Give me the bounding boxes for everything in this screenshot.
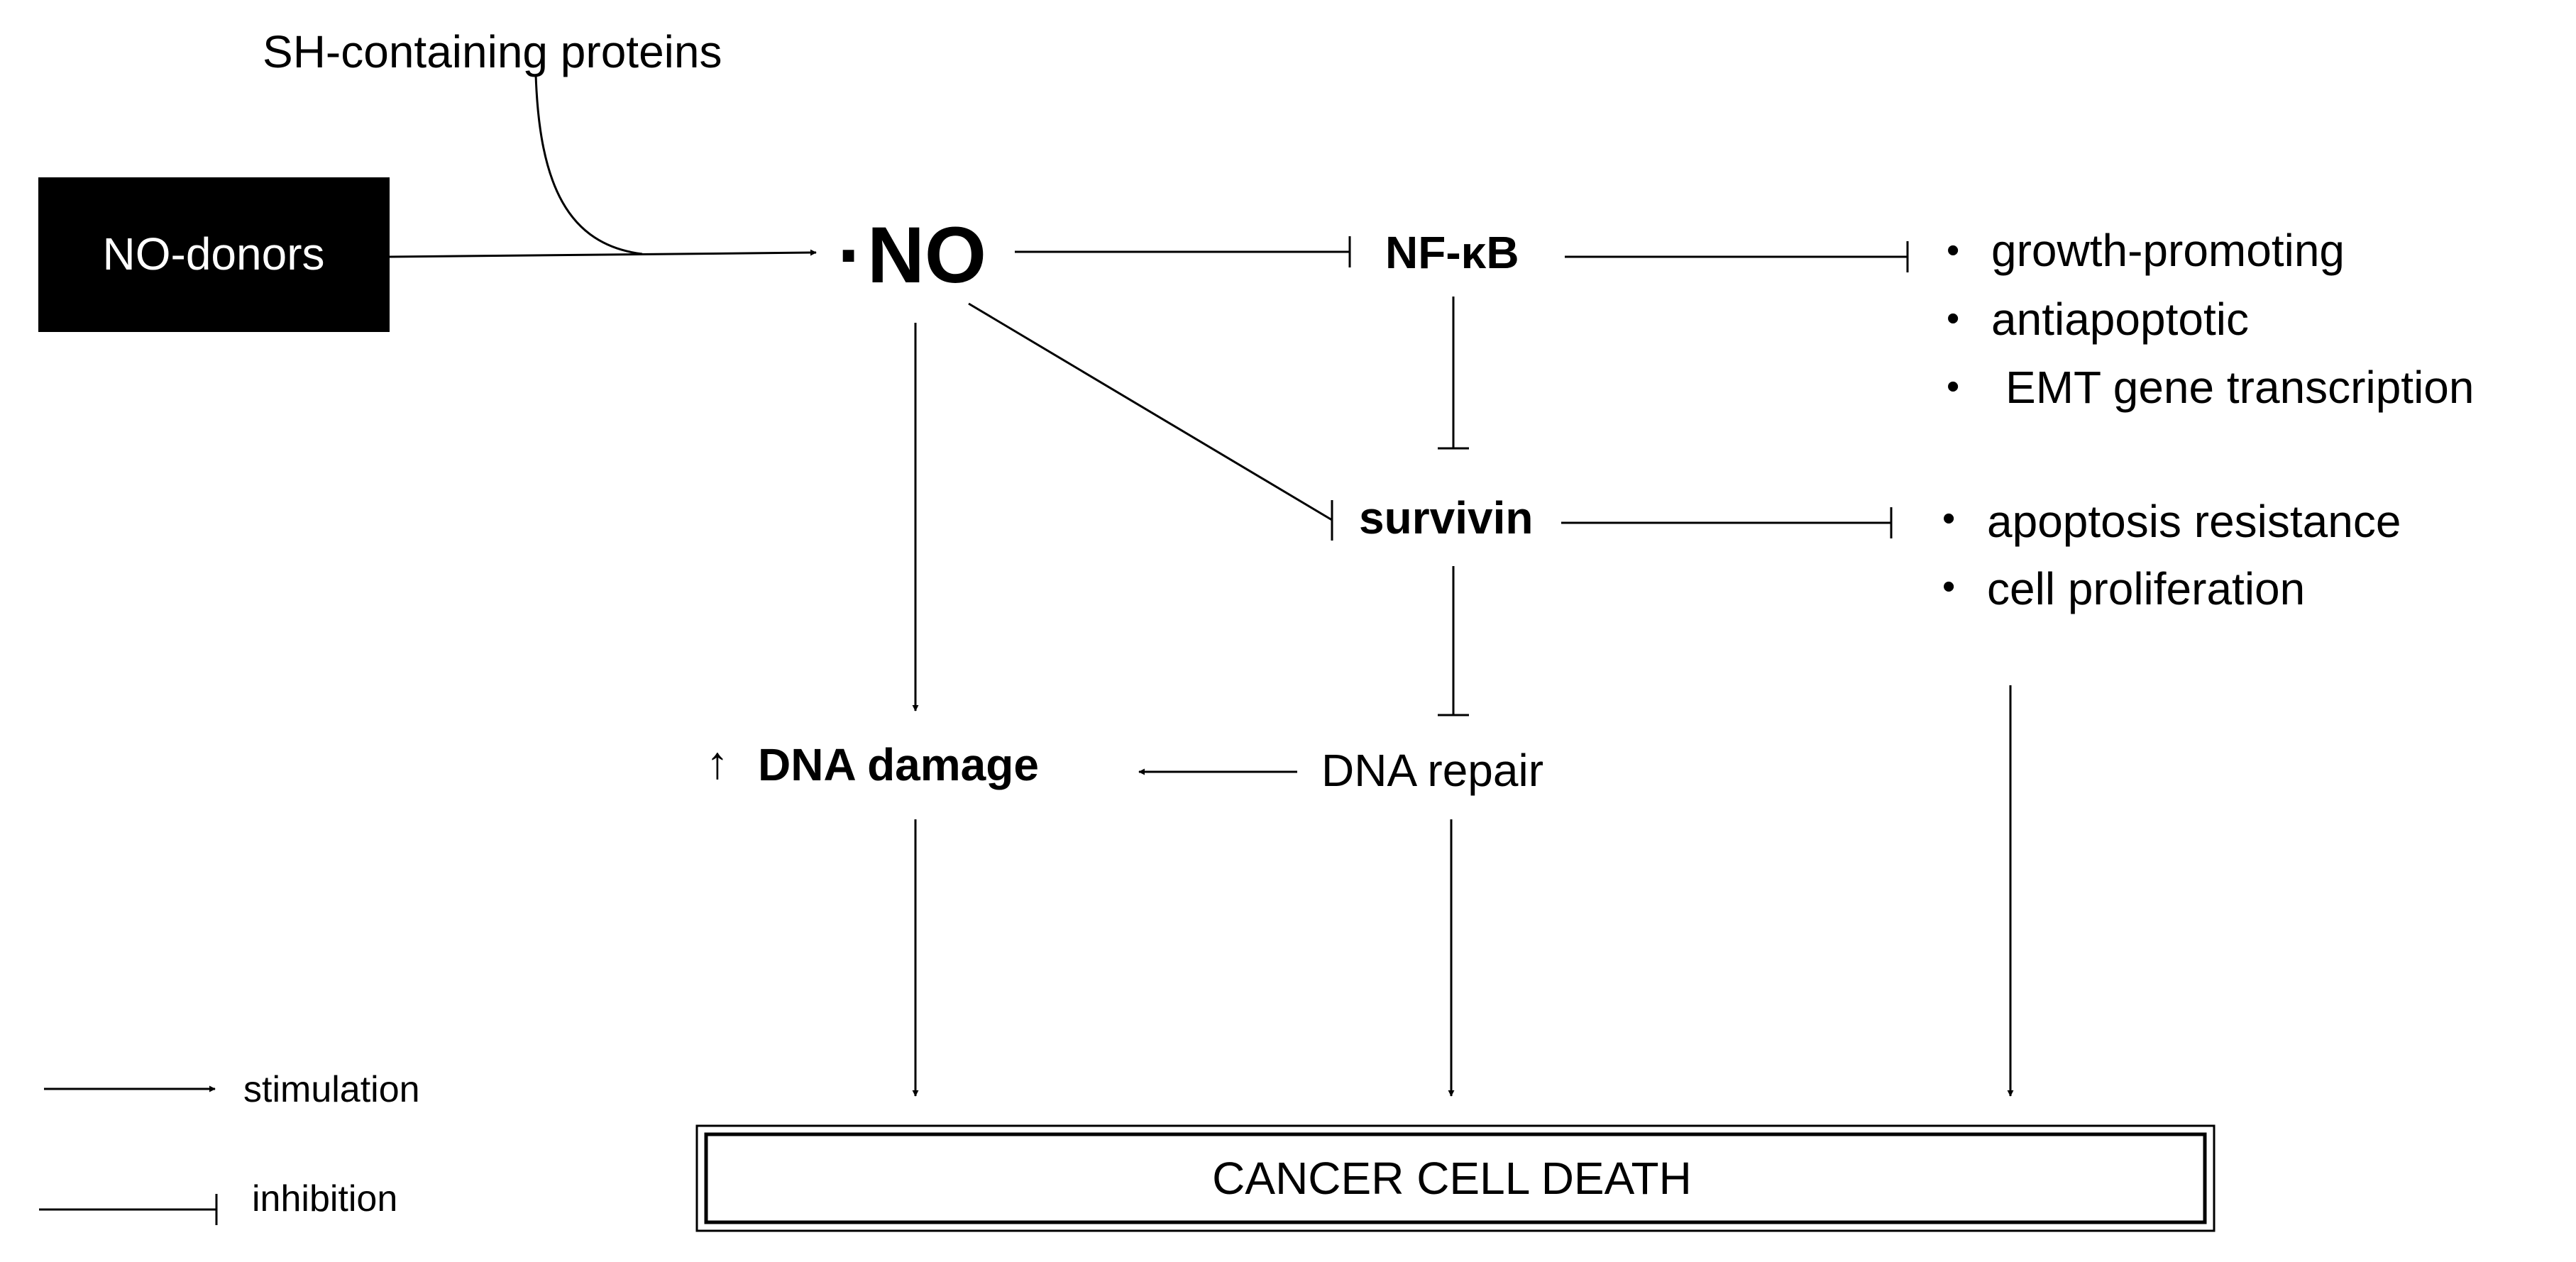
donors-to-no-arrow xyxy=(389,249,817,258)
survivin-effect-2: cell proliferation xyxy=(1987,563,2305,614)
nfkb-effect-2: antiapoptotic xyxy=(1991,294,2249,345)
nfkb-effect-1: growth-promoting xyxy=(1991,225,2345,276)
survivin-effect-1: apoptosis resistance xyxy=(1987,496,2401,547)
nfkb-node: NF-κB xyxy=(1385,227,1519,278)
cancer-cell-death-label: CANCER CELL DEATH xyxy=(1212,1153,1692,1204)
nfkb-effect-bullet-3: • xyxy=(1947,366,1959,407)
sh-proteins-label: SH-containing proteins xyxy=(263,26,722,77)
nfkb-effect-bullet-2: • xyxy=(1947,298,1959,339)
no-inhibits-survivin-line xyxy=(968,302,1333,521)
dna-repair-node: DNA repair xyxy=(1321,745,1543,796)
cancer-cell-death-box-inner xyxy=(704,1132,2207,1224)
survivin-node: survivin xyxy=(1359,492,1533,543)
survivin-effect-bullet-1: • xyxy=(1942,498,1955,539)
legend-stimulation-label: stimulation xyxy=(243,1069,420,1110)
survivin-effect-bullet-2: • xyxy=(1942,566,1955,607)
dna-damage-up-arrow: ↑ xyxy=(706,737,729,788)
legend-inhibition-label: inhibition xyxy=(252,1178,397,1219)
cancer-cell-death-box-outer xyxy=(695,1124,2216,1232)
nfkb-effect-3: EMT gene transcription xyxy=(2005,362,2474,413)
no-donors-box xyxy=(38,177,390,332)
nfkb-effect-bullet-1: • xyxy=(1947,230,1959,271)
no-donors-label: NO-donors xyxy=(103,228,325,279)
dna-damage-node: DNA damage xyxy=(758,739,1039,790)
sh-proteins-curve xyxy=(534,74,643,255)
no-node: NO xyxy=(867,211,986,299)
no-radical-dot: · xyxy=(837,211,864,299)
